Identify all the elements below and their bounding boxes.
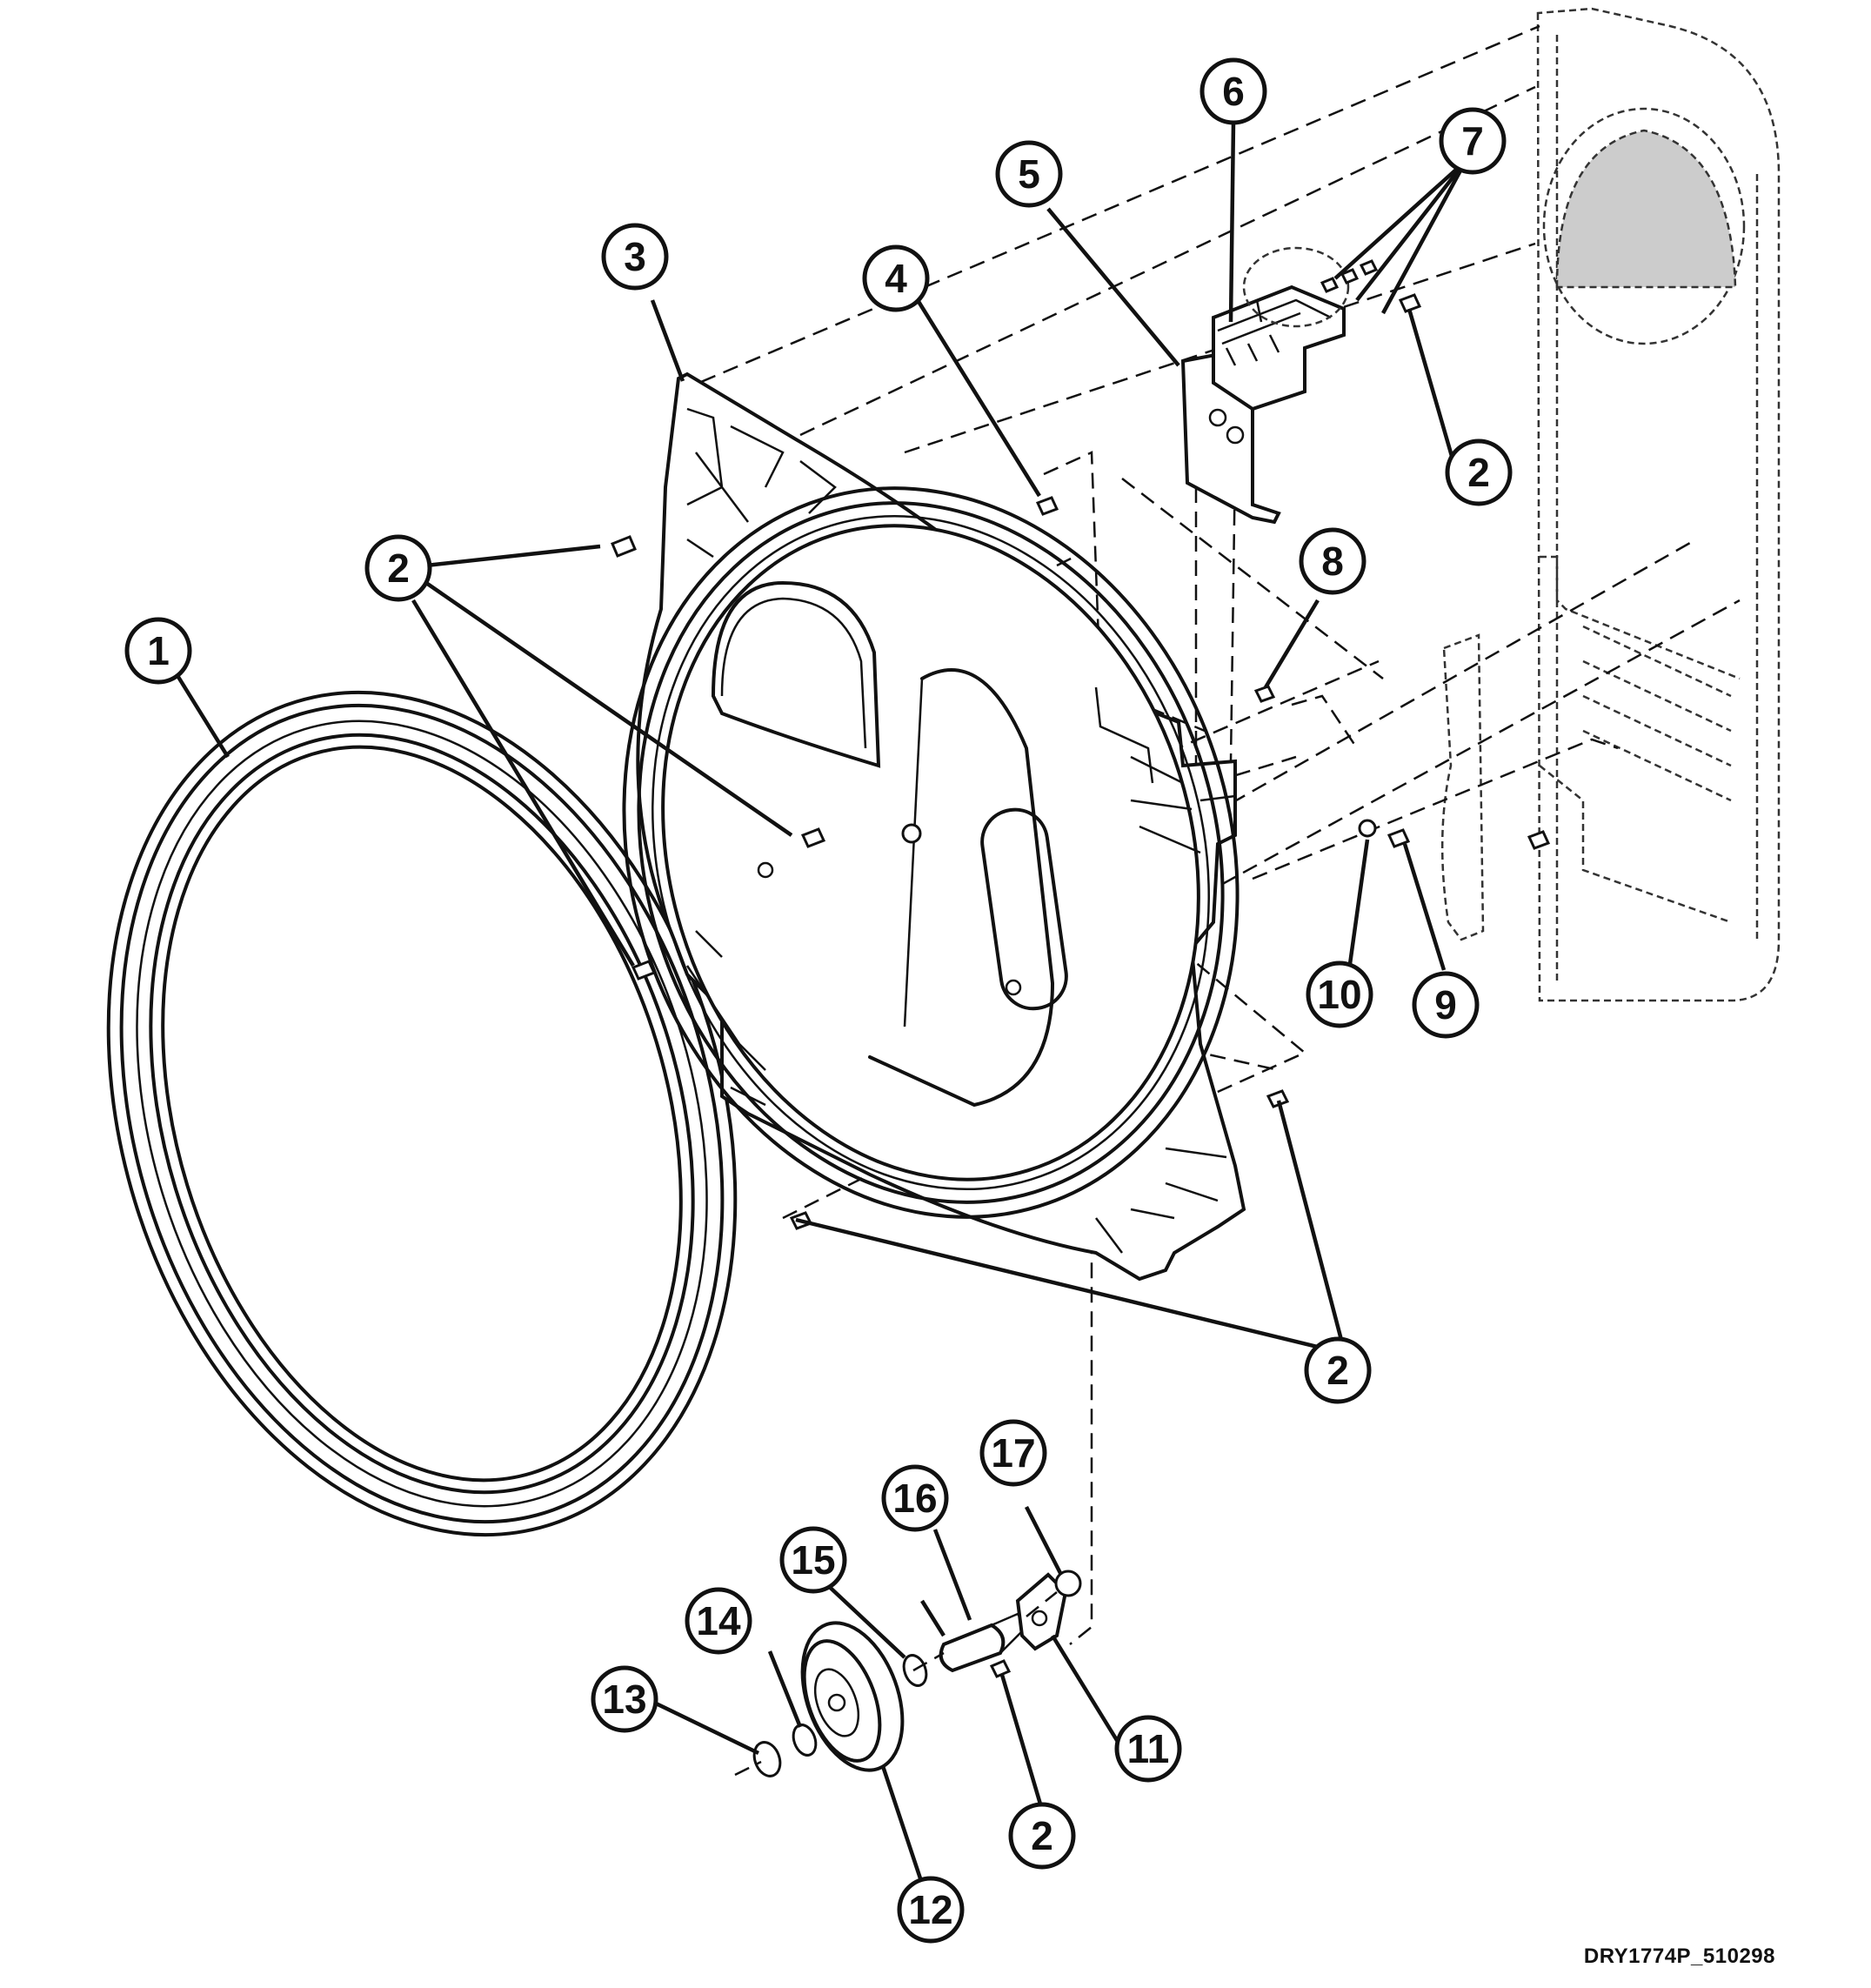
callout-6-label: 6 <box>1222 69 1245 114</box>
leader-lines <box>172 121 1467 1884</box>
callout-13: 13 <box>591 1665 658 1733</box>
callout-15-label: 15 <box>791 1537 835 1583</box>
callout-2-upper-right: 2 <box>1445 438 1513 506</box>
terminal-bracket <box>1180 246 1350 525</box>
retaining-clip <box>752 1741 782 1777</box>
front-seal-ring <box>106 691 738 1536</box>
callout-11-label: 11 <box>1127 1726 1170 1771</box>
callout-11: 11 <box>1114 1715 1182 1783</box>
front-bulkhead <box>622 371 1246 1282</box>
nut-17 <box>1054 1570 1082 1597</box>
callout-7-label: 7 <box>1461 118 1484 164</box>
drawing-code: DRY1774P_510298 <box>1583 1944 1775 1968</box>
callout-8: 8 <box>1299 527 1366 595</box>
callout-5: 5 <box>995 140 1063 208</box>
screws <box>611 259 1551 1230</box>
callout-16-label: 16 <box>892 1476 937 1521</box>
callout-7: 7 <box>1439 107 1507 175</box>
ghost-bracket <box>1440 633 1485 941</box>
callout-9-label: 9 <box>1434 982 1457 1027</box>
callout-10: 10 <box>1306 961 1373 1028</box>
idler-assembly <box>734 1570 1082 1777</box>
rear-cabinet-panel <box>1536 7 1781 1002</box>
callout-1: 1 <box>124 617 192 685</box>
callout-12-label: 12 <box>908 1887 952 1932</box>
callout-14-label: 14 <box>696 1598 741 1643</box>
callout-17: 17 <box>979 1419 1047 1487</box>
idler-wheel <box>800 1621 905 1772</box>
callout-13-label: 13 <box>602 1677 646 1722</box>
callout-2-lower-right-label: 2 <box>1326 1348 1349 1393</box>
callout-10-label: 10 <box>1317 972 1361 1017</box>
callout-14: 14 <box>685 1587 752 1655</box>
callout-9: 9 <box>1412 971 1480 1039</box>
callout-2-upper-right-label: 2 <box>1467 450 1490 495</box>
callout-6: 6 <box>1199 57 1267 125</box>
callout-3-label: 3 <box>624 234 646 279</box>
callout-4-label: 4 <box>885 256 907 301</box>
callout-17-label: 17 <box>991 1430 1035 1476</box>
callout-2-bottom-label: 2 <box>1031 1813 1053 1858</box>
callout-1-label: 1 <box>147 628 170 673</box>
callout-15: 15 <box>779 1526 847 1594</box>
callout-5-label: 5 <box>1018 151 1040 197</box>
screw-idler <box>989 1659 1012 1678</box>
idler-shaft <box>939 1623 1006 1673</box>
callout-12: 12 <box>897 1876 965 1944</box>
callout-2-left: 2 <box>364 534 432 602</box>
callout-2-lower-right: 2 <box>1304 1336 1372 1404</box>
callout-3: 3 <box>601 223 669 291</box>
vent-grille <box>1555 129 1737 289</box>
callout-2-left-label: 2 <box>387 546 410 591</box>
callout-2-bottom: 2 <box>1008 1802 1076 1870</box>
callout-8-label: 8 <box>1321 539 1344 584</box>
callout-4: 4 <box>862 244 930 312</box>
callout-16: 16 <box>881 1464 949 1532</box>
